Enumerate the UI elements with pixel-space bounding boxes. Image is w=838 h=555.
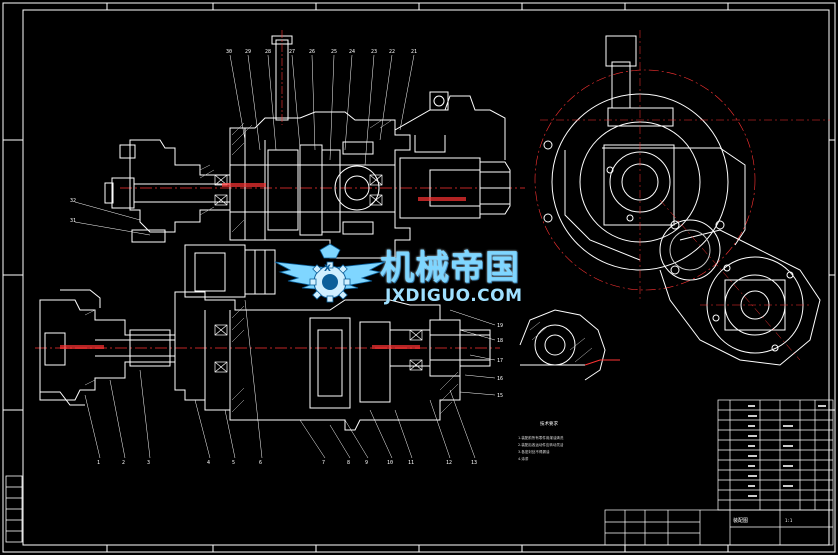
watermark-url: JXDIGUO.COM [385, 286, 523, 306]
technical-notes: 技术要求 1.装配前所有零件用煤油清洗 2.装配后各运动件应转动灵活 3.各密封… [518, 420, 564, 461]
svg-text:8: 8 [347, 460, 350, 466]
svg-text:24: 24 [349, 49, 355, 55]
side-view [534, 30, 830, 366]
svg-text:11: 11 [408, 460, 414, 466]
winged-gear-logo: X [274, 243, 386, 303]
svg-text:3: 3 [147, 460, 150, 466]
svg-text:19: 19 [497, 323, 503, 329]
svg-text:4: 4 [207, 460, 210, 466]
svg-text:12: 12 [446, 460, 452, 466]
svg-text:32: 32 [70, 198, 76, 204]
svg-text:13: 13 [471, 460, 477, 466]
main-section-view [35, 30, 525, 431]
svg-text:9: 9 [365, 460, 368, 466]
svg-text:6: 6 [259, 460, 262, 466]
svg-text:2: 2 [122, 460, 125, 466]
svg-text:5: 5 [232, 460, 235, 466]
svg-text:28: 28 [265, 49, 271, 55]
svg-text:27: 27 [289, 49, 295, 55]
note-line: 1.装配前所有零件用煤油清洗 [518, 435, 564, 440]
svg-text:31: 31 [70, 218, 76, 224]
svg-text:15: 15 [497, 393, 503, 399]
note-line: 3.各密封处不得漏油 [518, 449, 550, 454]
leader-lines [74, 54, 496, 459]
svg-text:22: 22 [389, 49, 395, 55]
svg-text:7: 7 [322, 460, 325, 466]
section-annotations [60, 183, 466, 349]
svg-text:1: 1 [97, 460, 100, 466]
drawing-scale: 1:1 [785, 518, 793, 523]
note-line: 2.装配后各运动件应转动灵活 [518, 442, 564, 447]
svg-text:16: 16 [497, 376, 503, 382]
svg-text:17: 17 [497, 358, 503, 364]
svg-text:23: 23 [371, 49, 377, 55]
title-block [604, 509, 834, 546]
svg-text:26: 26 [309, 49, 315, 55]
svg-text:10: 10 [387, 460, 393, 466]
detail-view [519, 309, 620, 381]
svg-text:21: 21 [411, 49, 417, 55]
parts-list [717, 399, 834, 511]
notes-heading: 技术要求 [540, 420, 558, 427]
parts-list-text [748, 405, 826, 497]
svg-text:X: X [324, 264, 331, 274]
svg-text:25: 25 [331, 49, 337, 55]
drawing-name: 装配图 [733, 517, 748, 524]
left-stamp-table [5, 475, 23, 543]
svg-text:18: 18 [497, 338, 503, 344]
watermark-brand: 机械帝国 [380, 248, 520, 288]
note-line: 4.涂漆 [518, 456, 529, 461]
svg-text:29: 29 [245, 49, 251, 55]
svg-text:30: 30 [226, 49, 232, 55]
